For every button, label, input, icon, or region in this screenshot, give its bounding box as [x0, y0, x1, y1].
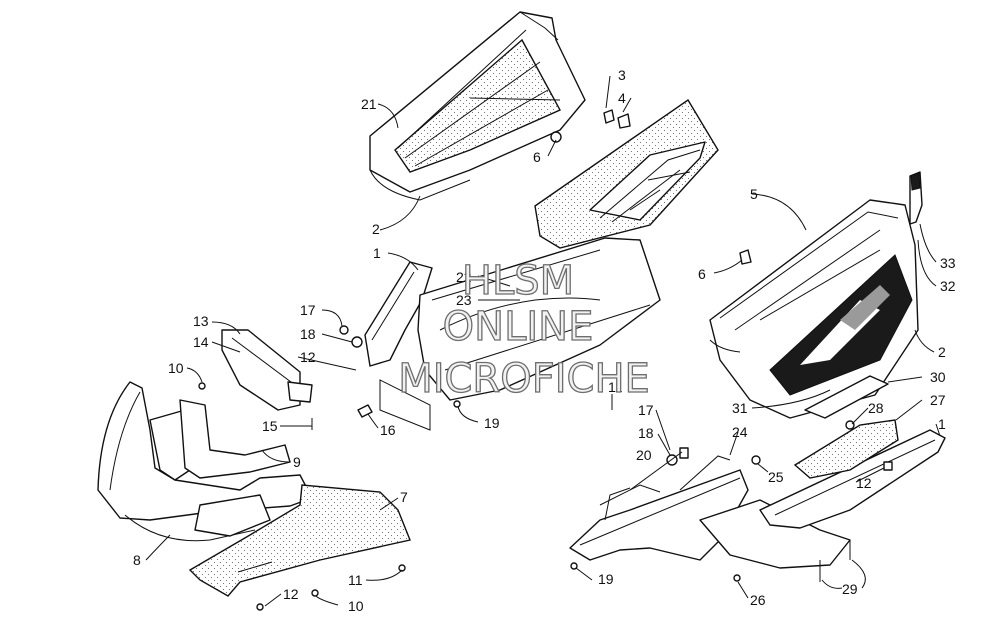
callout-18: 18	[638, 425, 654, 441]
leader-lines	[145, 75, 941, 607]
hood-panel-right	[709, 199, 919, 419]
callout-31: 31	[732, 400, 748, 416]
callout-18: 18	[300, 326, 316, 342]
callout-10: 10	[348, 598, 364, 614]
callout-11: 11	[348, 572, 363, 588]
callout-8: 8	[133, 552, 141, 568]
watermark: HLSM ONLINE MICROFICHE	[398, 257, 651, 402]
skid-plate	[188, 484, 411, 597]
callout-19: 19	[484, 415, 500, 431]
callout-19: 19	[598, 571, 614, 587]
hood-grille-panel	[534, 98, 719, 249]
callout-24: 24	[732, 424, 748, 440]
callout-11: 11	[608, 379, 623, 395]
watermark-line-3: MICROFICHE	[398, 356, 650, 402]
callout-29: 29	[842, 581, 858, 597]
callout-17: 17	[638, 402, 654, 418]
callout-15: 15	[262, 418, 278, 434]
mount-plate	[793, 419, 899, 479]
hood-panel-left	[369, 11, 586, 201]
callout-14: 14	[193, 334, 209, 350]
callout-27: 27	[930, 392, 946, 408]
callout-20: 20	[636, 447, 652, 463]
callout-9: 9	[293, 454, 301, 470]
callout-labels: 21 3 4 6 2 5 1 22 23 17 18 12 13 14 10 1…	[133, 67, 956, 614]
hardware	[198, 109, 893, 611]
callout-32: 32	[940, 278, 956, 294]
side-bracket	[909, 171, 923, 225]
side-rail-right	[759, 429, 946, 529]
callout-26: 26	[750, 592, 766, 608]
callout-33: 33	[940, 255, 956, 271]
callout-10: 10	[168, 360, 184, 376]
callout-17: 17	[300, 302, 316, 318]
callout-25: 25	[768, 469, 784, 485]
callout-2: 2	[372, 221, 380, 237]
side-bracket-left	[221, 329, 313, 411]
watermark-line-2: ONLINE	[443, 304, 594, 350]
callout-6: 6	[533, 149, 541, 165]
callout-23: 23	[456, 292, 472, 308]
callout-7: 7	[400, 489, 408, 505]
callout-2: 2	[938, 344, 946, 360]
watermark-line-1: HLSM	[462, 258, 574, 304]
callout-6: 6	[698, 266, 706, 282]
callout-13: 13	[193, 313, 209, 329]
center-belly-pan	[379, 237, 661, 431]
callout-30: 30	[930, 369, 946, 385]
callout-16: 16	[380, 422, 396, 438]
callout-28: 28	[868, 400, 884, 416]
front-bumper	[97, 381, 313, 542]
belly-pan-right	[569, 469, 851, 569]
callout-5: 5	[750, 186, 758, 202]
side-panel-center	[364, 261, 433, 367]
callout-1: 1	[938, 416, 946, 432]
callout-12: 12	[856, 475, 872, 491]
callout-21: 21	[361, 96, 377, 112]
callout-12: 12	[283, 586, 299, 602]
callout-12: 12	[300, 349, 316, 365]
decal-strip	[804, 375, 889, 419]
callout-22: 22	[456, 269, 472, 285]
callout-1: 1	[373, 245, 381, 261]
callout-4: 4	[618, 90, 626, 106]
callout-3: 3	[618, 67, 626, 83]
